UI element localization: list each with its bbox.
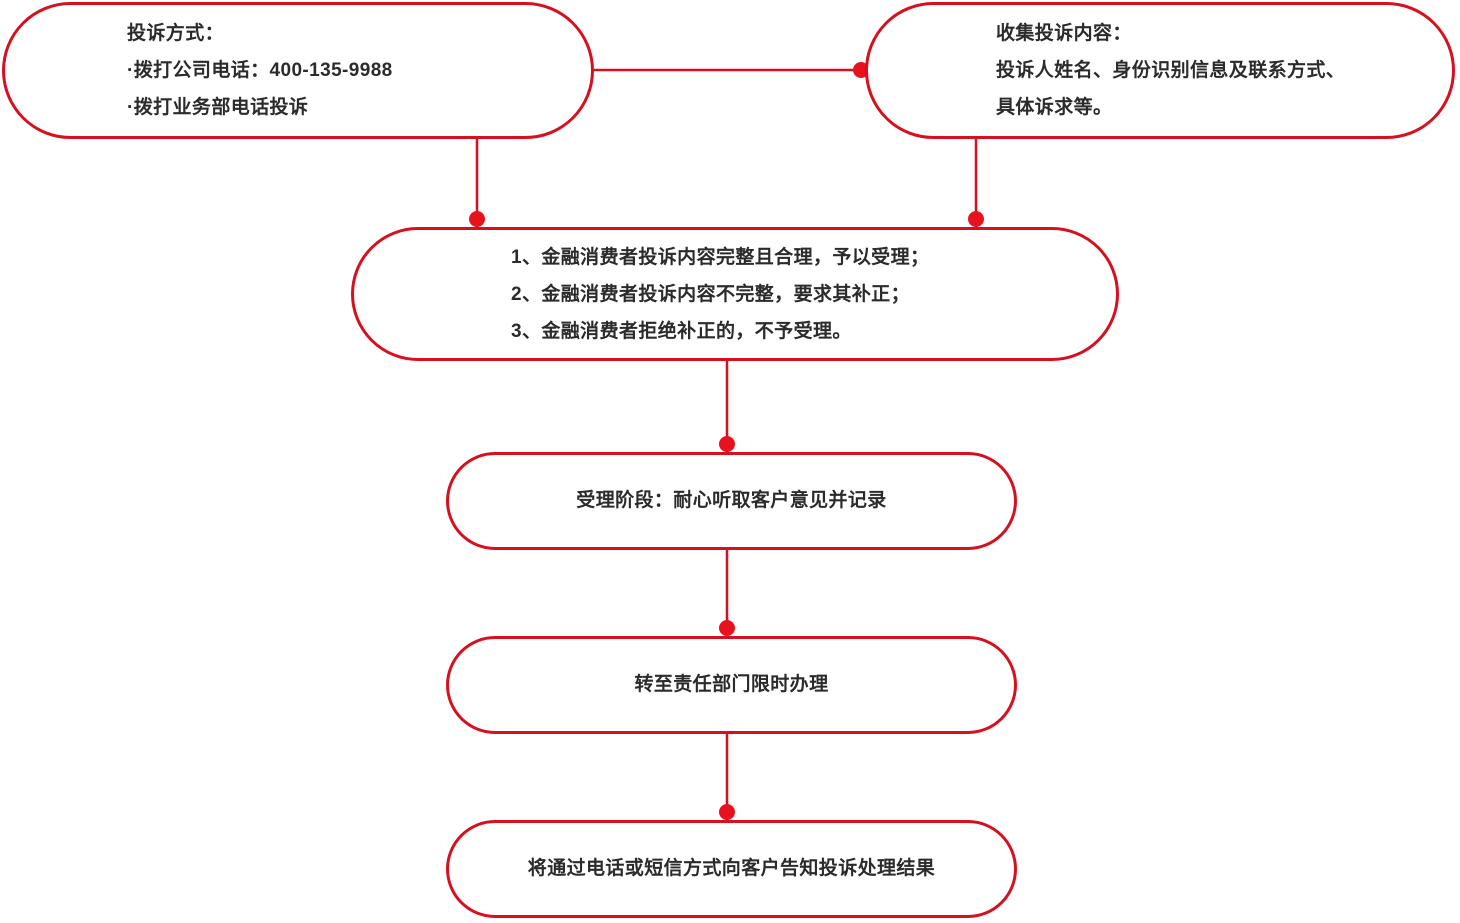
complaint-channels-heading: 投诉方式： bbox=[127, 23, 225, 44]
connector-dot-transfer-top bbox=[719, 620, 735, 636]
connector-dot-rules-left bbox=[469, 211, 485, 227]
listen-record-label: 受理阶段：耐心听取客户意见并记录 bbox=[576, 489, 887, 511]
complaint-channels-line-2: ·拨打业务部电话投诉 bbox=[127, 97, 309, 118]
node-acceptance-rules[interactable]: 1、金融消费者投诉内容完整且合理，予以受理； 2、金融消费者投诉内容不完整，要求… bbox=[351, 227, 1119, 361]
acceptance-rule-item-3: 3、金融消费者拒绝补正的，不予受理。 bbox=[511, 320, 852, 342]
node-notify-result[interactable]: 将通过电话或短信方式向客户告知投诉处理结果 bbox=[446, 820, 1017, 918]
acceptance-rule-item-1: 1、金融消费者投诉内容完整且合理，予以受理； bbox=[511, 246, 930, 268]
node-collect-content[interactable]: 收集投诉内容： 投诉人姓名、身份识别信息及联系方式、 具体诉求等。 bbox=[865, 2, 1455, 139]
collect-content-line-1: 投诉人姓名、身份识别信息及联系方式、 bbox=[996, 60, 1346, 81]
connector-dot-notify-top bbox=[719, 804, 735, 820]
node-listen-record[interactable]: 受理阶段：耐心听取客户意见并记录 bbox=[446, 452, 1017, 550]
connector-dot-rules-right bbox=[968, 211, 984, 227]
node-complaint-channels[interactable]: 投诉方式： ·拨打公司电话：400-135-9988 ·拨打业务部电话投诉 bbox=[2, 2, 594, 139]
complaint-channels-line-1: ·拨打公司电话：400-135-9988 bbox=[127, 60, 393, 81]
collect-content-line-2: 具体诉求等。 bbox=[996, 97, 1113, 118]
collect-content-heading: 收集投诉内容： bbox=[996, 23, 1132, 44]
transfer-dept-label: 转至责任部门限时办理 bbox=[634, 673, 829, 695]
acceptance-rule-item-2: 2、金融消费者投诉内容不完整，要求其补正； bbox=[511, 283, 910, 305]
node-transfer-dept[interactable]: 转至责任部门限时办理 bbox=[446, 636, 1017, 734]
connector-dot-listen-top bbox=[719, 436, 735, 452]
notify-result-label: 将通过电话或短信方式向客户告知投诉处理结果 bbox=[527, 857, 936, 879]
